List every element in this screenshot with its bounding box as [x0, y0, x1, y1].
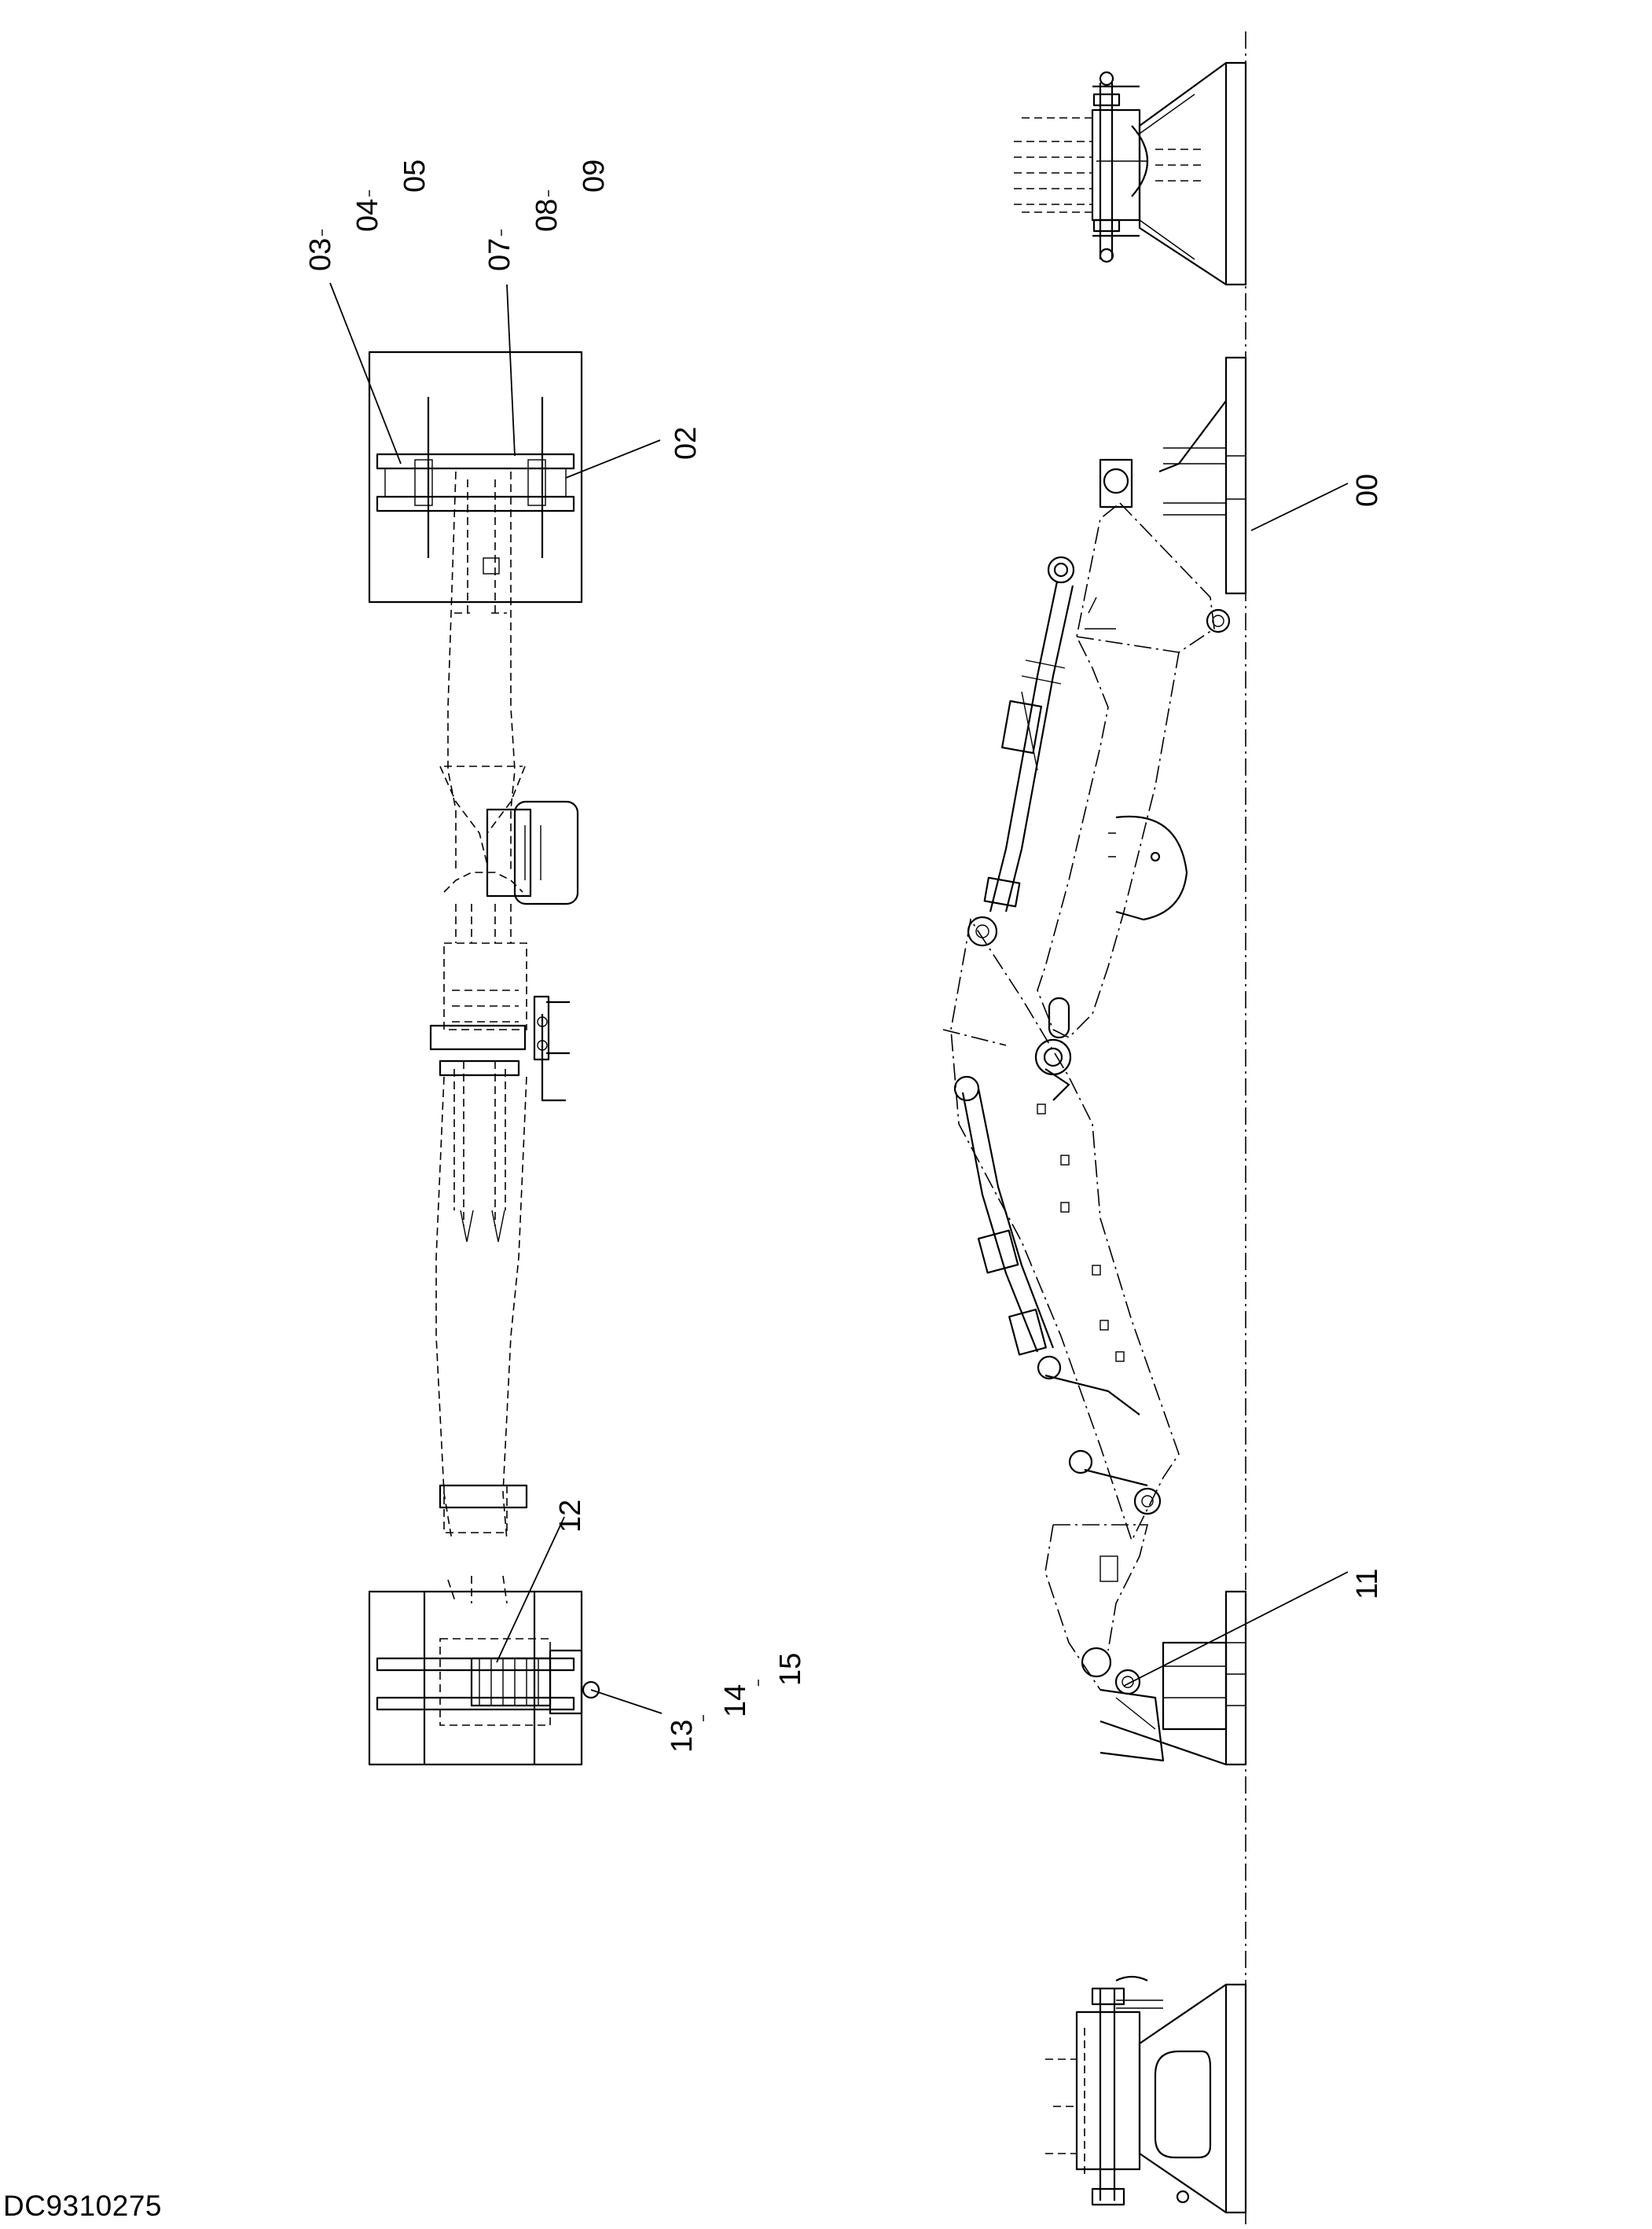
top-end-view [1014, 61, 1247, 286]
callout-03: 03 [304, 238, 337, 271]
callout-02: 02 [670, 427, 703, 460]
boom-top-view [368, 351, 600, 1766]
callout-09: 09 [578, 160, 611, 193]
callout-15: 15 [774, 1653, 807, 1686]
callout-11: 11 [1351, 1569, 1384, 1599]
callout-05: 05 [398, 160, 431, 193]
arm-side-view [942, 917, 1180, 1762]
callout-labels: 03 04 05 07 08 09 02 00 11 12 [304, 160, 1384, 1753]
lower-base-plate [1099, 1590, 1247, 1766]
leader-lines [329, 282, 1349, 1714]
callout-12: 12 [554, 1500, 587, 1533]
callout-04: 04 [351, 199, 384, 232]
callout-13: 13 [666, 1720, 699, 1753]
bottom-end-view [1045, 1975, 1247, 2214]
callout-08: 08 [530, 199, 564, 232]
callout-14: 14 [719, 1684, 752, 1717]
drawing-code: DC9310275 [3, 2190, 162, 2222]
boom-side-view [967, 501, 1215, 1101]
callout-07: 07 [483, 238, 516, 271]
callout-00: 00 [1351, 474, 1384, 507]
upper-base-plate [1099, 356, 1247, 633]
